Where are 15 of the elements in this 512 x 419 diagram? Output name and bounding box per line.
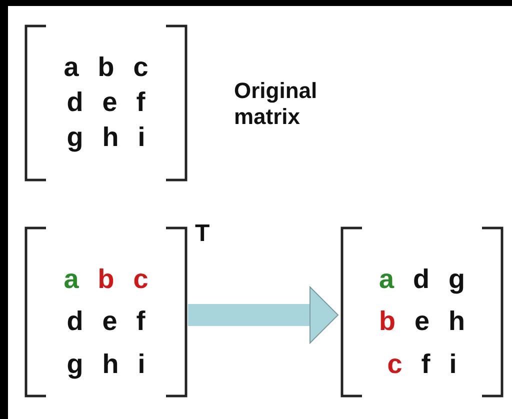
matrix-row-text: d e f (66, 306, 146, 336)
transpose-superscript: T (195, 222, 211, 246)
matrix-row-text: d e f (66, 87, 146, 117)
matrix (24, 24, 188, 182)
matrix-row-text: a b c (62, 52, 150, 82)
matrix (340, 226, 504, 398)
matrix-row-text: b e h (378, 306, 466, 336)
matrix (24, 226, 188, 398)
block-arrow (188, 286, 338, 344)
matrix-row-text: a d g (378, 264, 466, 294)
matrix-row-text: g h i (66, 122, 146, 152)
matrix-caption: Original matrix (234, 78, 318, 131)
matrix-row-text: g h i (66, 349, 146, 379)
matrix-row-text: c f i (386, 349, 458, 379)
matrix-row-text: a b c (62, 264, 150, 294)
